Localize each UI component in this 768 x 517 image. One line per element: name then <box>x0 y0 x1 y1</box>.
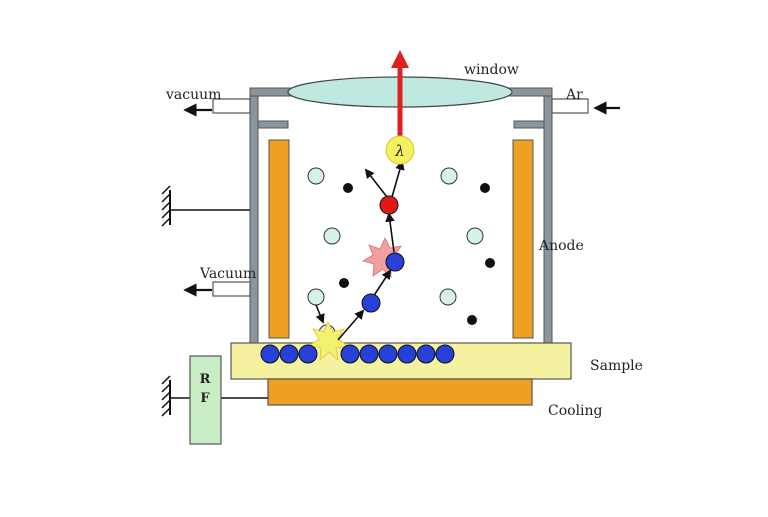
anode-right <box>512 139 534 339</box>
cooling-block <box>267 378 533 406</box>
ar-label: Ar <box>565 87 583 103</box>
excited-atom <box>379 195 399 215</box>
sputter-flash <box>307 321 350 362</box>
vacuum-side-label: Vacuum <box>199 266 256 282</box>
window-label: window <box>464 62 519 78</box>
particle-paths <box>315 160 405 341</box>
flow-arrows <box>183 101 620 297</box>
rf-source-box <box>189 355 222 445</box>
sample-label: Sample <box>590 358 643 374</box>
lambda-label: λ <box>394 142 405 160</box>
anode-left <box>268 139 290 339</box>
anode-label: Anode <box>538 238 584 254</box>
vacuum-port-top <box>212 98 251 114</box>
ground-symbol-bottom <box>161 375 190 417</box>
sample-surface-atoms <box>260 344 455 364</box>
ground-symbol-top <box>161 185 252 227</box>
sputtered-atom <box>385 252 405 272</box>
photon-beam-arrowhead <box>391 50 409 68</box>
cooling-label: Cooling <box>548 403 603 419</box>
photon-emission <box>385 135 415 165</box>
vacuum-top-label: vacuum <box>165 87 221 103</box>
rf-label-r: R <box>200 372 211 387</box>
ar-port <box>551 98 589 114</box>
rf-label-f: F <box>200 391 210 406</box>
vacuum-port-side <box>212 281 251 297</box>
neutral-atoms <box>307 167 484 342</box>
sputtered-atom <box>361 293 381 313</box>
